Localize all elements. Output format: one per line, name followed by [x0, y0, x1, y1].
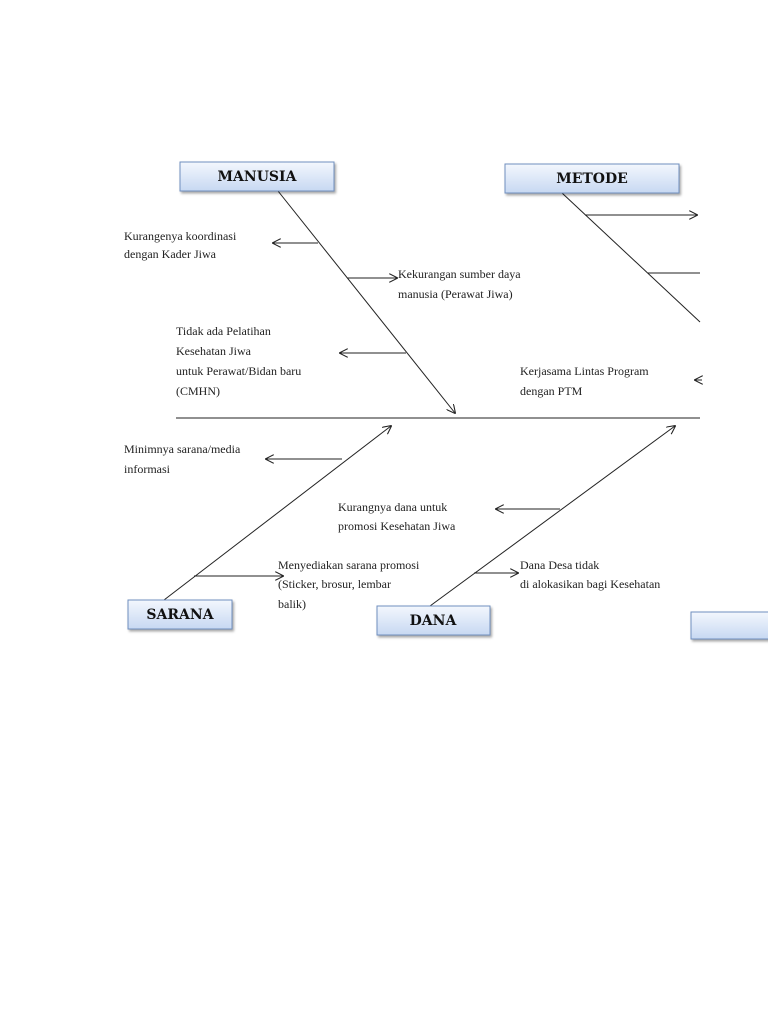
unlabeled-box — [690, 611, 768, 640]
sarana-label: SARANA — [146, 607, 214, 623]
promosi-note: Menyediakan sarana promosi (Sticker, bro… — [278, 558, 422, 611]
manusia-label: MANUSIA — [218, 169, 298, 185]
metode-bone — [561, 192, 701, 323]
sdm-note: Kekurangan sumber daya manusia (Perawat … — [398, 267, 524, 301]
koordinasi-note: Kurangenya koordinasi dengan Kader Jiwa — [124, 229, 239, 261]
dana-desa-note: Dana Desa tidak di alokasikan bagi Keseh… — [520, 558, 660, 591]
sarana-bone — [163, 426, 391, 601]
dana-box: DANA — [376, 605, 491, 636]
sarana-box: SARANA — [127, 599, 233, 630]
metode-label: METODE — [556, 171, 628, 187]
metode-box: METODE — [504, 163, 680, 194]
dana-bone — [429, 426, 675, 607]
manusia-bone — [277, 190, 455, 413]
media-note: Minimnya sarana/media informasi — [124, 442, 243, 476]
dana-label: DANA — [410, 613, 458, 629]
manusia-box: MANUSIA — [179, 161, 335, 192]
pelatihan-note: Tidak ada Pelatihan Kesehatan Jiwa untuk… — [176, 324, 304, 398]
kerjasama-note: Kerjasama Lintas Program dengan PTM — [520, 364, 652, 398]
dana-promosi-note: Kurangnya dana untuk promosi Kesehatan J… — [338, 500, 456, 533]
